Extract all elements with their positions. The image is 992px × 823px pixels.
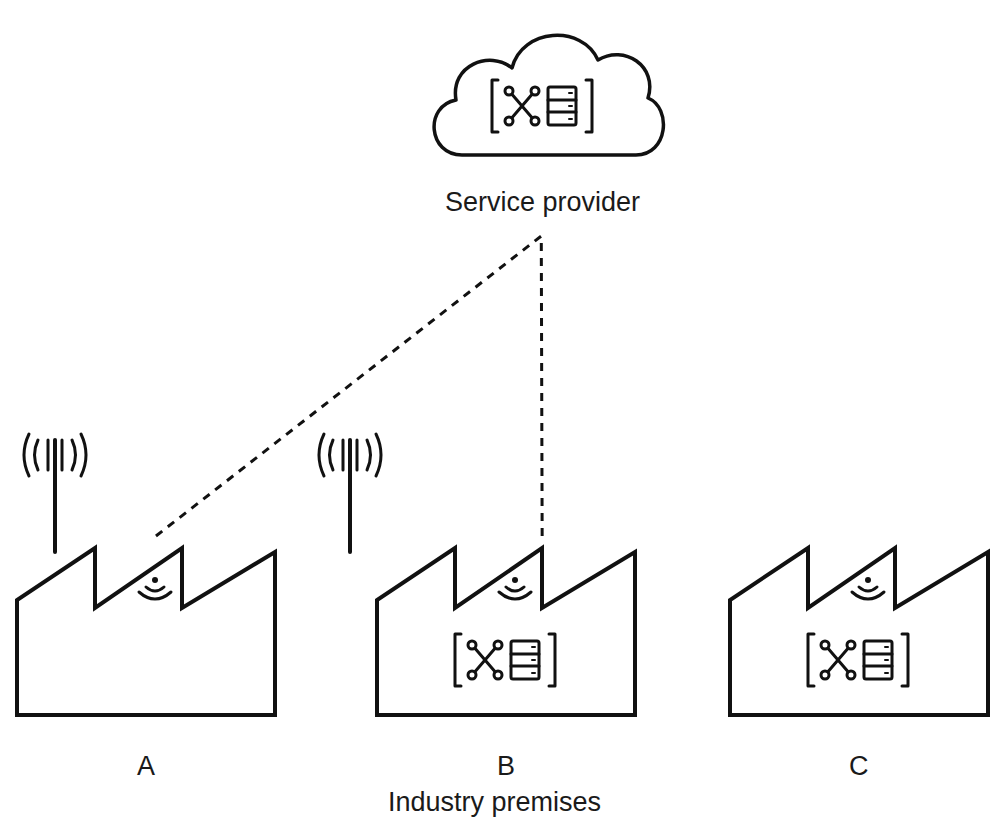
factory-outline: [730, 548, 988, 715]
factory-node: B: [375, 540, 637, 790]
network-server-icon: [455, 634, 555, 686]
group-caption: Industry premises: [388, 786, 601, 818]
cloud-outline: [434, 35, 663, 155]
factory-outline: [17, 548, 275, 715]
wireless-symbol: [499, 577, 531, 599]
provider-label: Service provider: [442, 186, 643, 218]
wireless-symbol: [139, 577, 171, 599]
network-server-icon: [492, 80, 592, 132]
premises-letter: C: [846, 750, 872, 782]
antenna: [24, 434, 86, 552]
factory-outline: [377, 548, 635, 715]
cloud-node: Service provider: [420, 10, 665, 236]
network-server-icon: [808, 634, 908, 686]
premises-letter: A: [134, 750, 158, 782]
dashed-link: [540, 236, 544, 536]
factory-node: C: [728, 540, 990, 790]
factory-node: A: [15, 540, 277, 790]
wireless-symbol: [852, 577, 884, 599]
premises-letter: B: [494, 750, 518, 782]
antenna: [319, 434, 381, 552]
